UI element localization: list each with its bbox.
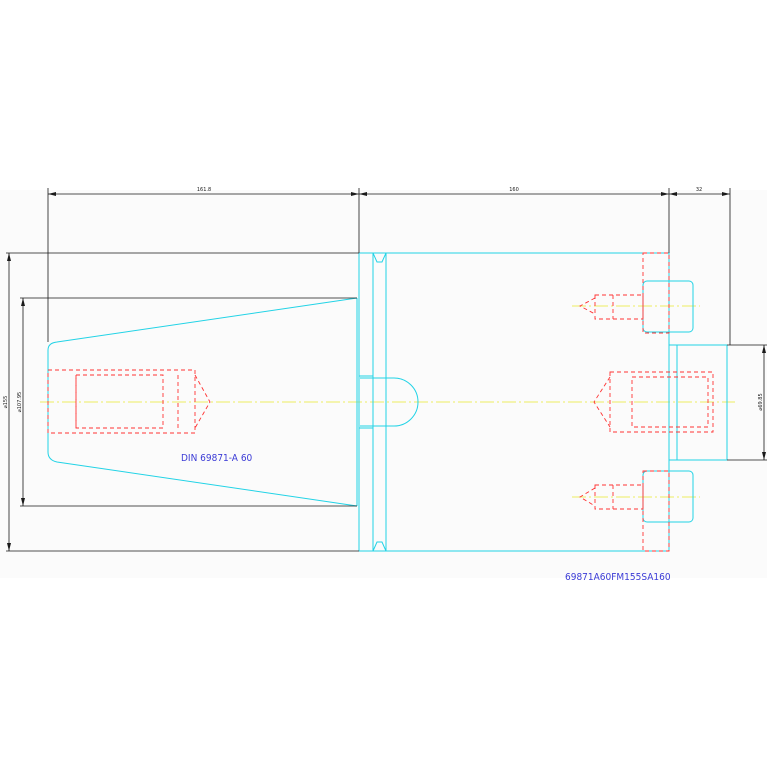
drawing-sheet: [0, 190, 767, 578]
dim-text-outer-diameter: ⌀155: [3, 396, 9, 409]
shank-thread-outer: [47, 369, 196, 434]
dimension-lines: [6, 188, 767, 552]
flange-groove-bottom: [372, 541, 387, 552]
dim-text-spigot-diameter: ⌀69.85: [758, 393, 764, 410]
shank-thread-inner: [75, 374, 164, 429]
hidden-features: [47, 252, 714, 552]
dim-text-taper-length: 161.8: [197, 187, 211, 193]
central-bore-outer: [609, 371, 714, 433]
flange-groove-top: [372, 252, 387, 263]
central-bore-tip: [593, 376, 611, 428]
dim-text-taper-diameter: ⌀107.95: [17, 392, 23, 413]
lower-bolt-tip: [579, 487, 596, 507]
lower-bolt-hole: [594, 484, 644, 510]
central-bore-inner: [631, 376, 709, 428]
drive-key-outline: [360, 377, 419, 427]
upper-pocket: [642, 252, 670, 334]
shank-drill-tip: [194, 374, 211, 429]
upper-bolt-hole: [594, 294, 644, 320]
lower-pocket: [642, 470, 670, 552]
spigot-outline: [668, 344, 728, 461]
dim-text-body-length: 160: [509, 187, 519, 193]
upper-bolt-tip: [579, 297, 596, 315]
part-number-label: 69871A60FM155SA160: [565, 572, 671, 583]
centerlines: [40, 305, 735, 498]
dim-text-spigot-length: 32: [696, 187, 702, 193]
standard-label: DIN 69871-A 60: [181, 453, 253, 464]
